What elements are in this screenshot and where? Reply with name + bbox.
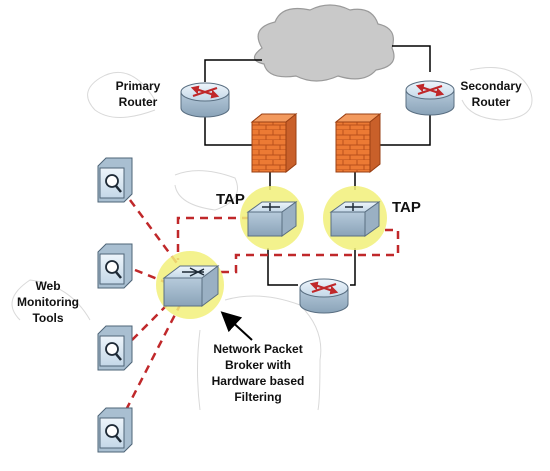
cloud-icon [253, 4, 395, 82]
secondary-router-label-line2: Router [472, 95, 511, 109]
pointer-arrow [220, 311, 253, 341]
packet-broker-label-line2: Broker with [225, 358, 291, 372]
monitor-tool-icon [97, 407, 133, 453]
firewall-icon [334, 112, 382, 174]
router-icon [180, 82, 230, 118]
router-icon [299, 278, 349, 314]
web-monitoring-label-line1: Web [35, 279, 60, 293]
firewall-icon [250, 112, 298, 174]
secondary-router-label-line1: Secondary [460, 79, 522, 93]
packet-broker-label-line1: Network Packet [213, 342, 302, 356]
web-monitoring-label: Web Monitoring Tools [17, 279, 79, 325]
secondary-router-label: Secondary Router [460, 79, 522, 109]
tap-switch-icon [246, 201, 298, 237]
callout-bubbles [11, 67, 533, 411]
packet-broker-label: Network Packet Broker with Hardware base… [212, 342, 305, 404]
packet-broker-icon [162, 265, 220, 307]
web-monitoring-label-line2: Monitoring [17, 295, 79, 309]
tap-left-label: TAP [216, 191, 245, 208]
web-monitoring-label-line3: Tools [32, 311, 63, 325]
monitor-tool-icon [97, 243, 133, 289]
monitor-tool-icon [97, 157, 133, 203]
primary-router-label-line2: Router [119, 95, 158, 109]
packet-broker-label-line4: Filtering [234, 390, 281, 404]
monitor-tool-icon [97, 325, 133, 371]
primary-router-label-line1: Primary [116, 79, 161, 93]
tap-right-label: TAP [392, 199, 421, 216]
packet-broker-label-line3: Hardware based [212, 374, 305, 388]
router-icon [405, 80, 455, 116]
primary-router-label: Primary Router [116, 79, 161, 109]
tap-switch-icon [329, 201, 381, 237]
network-links [204, 45, 431, 286]
